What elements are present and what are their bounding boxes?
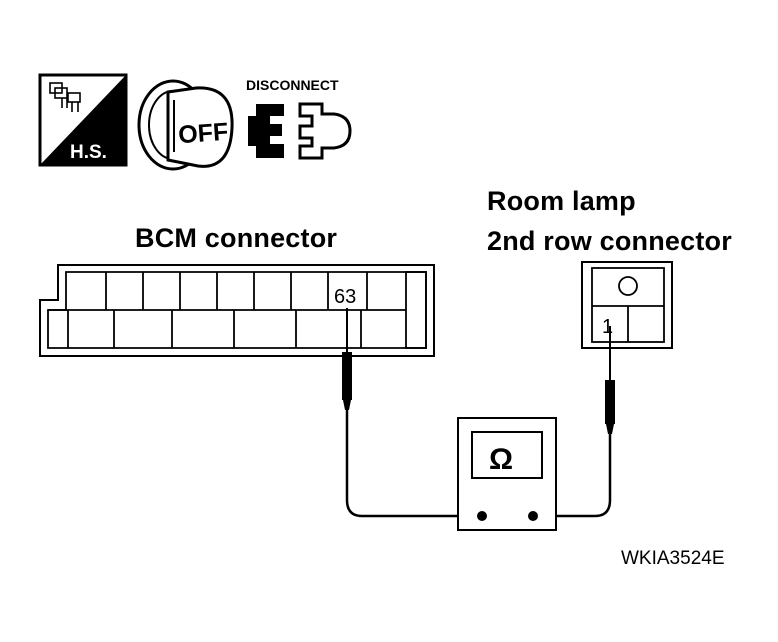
disconnect-icon: DISCONNECT bbox=[246, 77, 352, 160]
ohmmeter: Ω bbox=[457, 417, 557, 531]
svg-text:H.S.: H.S. bbox=[70, 142, 107, 163]
lamp-terminal-1-label: 1 bbox=[602, 316, 613, 338]
meter-terminal-left bbox=[477, 511, 487, 521]
right-probe bbox=[533, 326, 615, 518]
svg-text:DISCONNECT: DISCONNECT bbox=[246, 77, 339, 93]
second-row-connector-label: 2nd row connector bbox=[487, 226, 732, 256]
harness-side-icon: H.S. bbox=[38, 73, 128, 167]
bcm-connector-label: BCM connector bbox=[135, 223, 338, 253]
room-lamp-label: Room lamp bbox=[487, 186, 636, 216]
left-probe bbox=[342, 308, 482, 518]
ignition-off-icon: OFF bbox=[137, 79, 234, 171]
bcm-terminal-63-label: 63 bbox=[334, 286, 356, 308]
svg-text:OFF: OFF bbox=[177, 118, 229, 149]
figure-code: WKIA3524E bbox=[621, 548, 725, 569]
meter-terminal-right bbox=[528, 511, 538, 521]
ohm-symbol: Ω bbox=[489, 443, 513, 476]
room-lamp-connector: 1 bbox=[581, 261, 673, 349]
bcm-connector: 63 bbox=[39, 264, 435, 357]
